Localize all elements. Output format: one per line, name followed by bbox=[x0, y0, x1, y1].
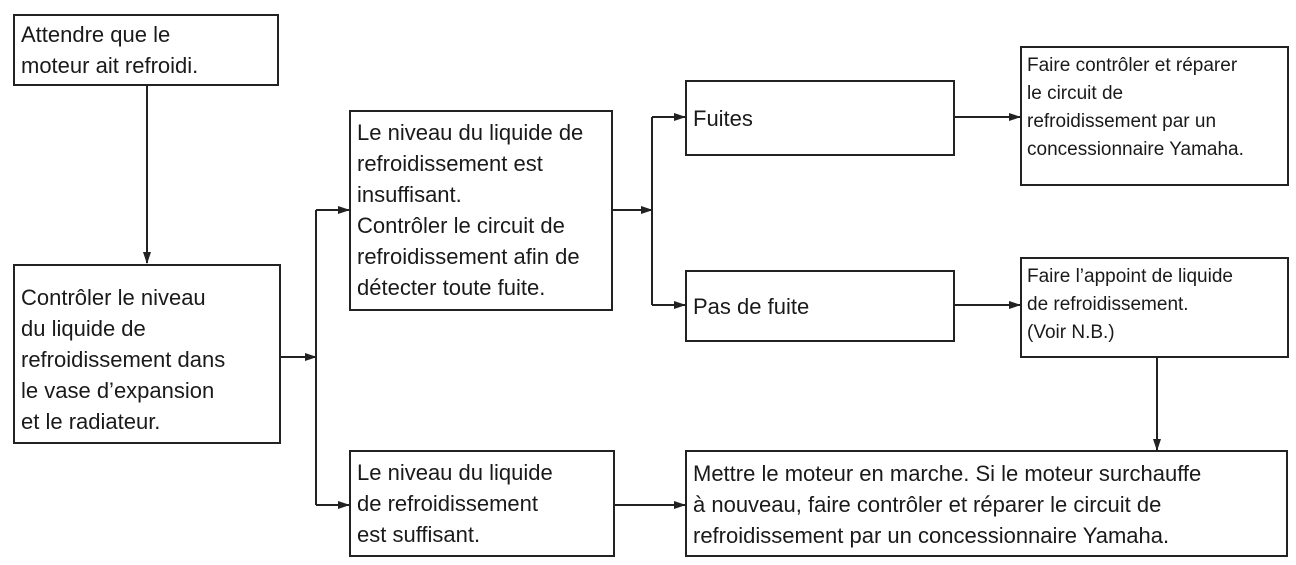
node-check-coolant-level: Contrôler le niveau du liquide de refroi… bbox=[13, 264, 281, 444]
node-wait-engine-cool: Attendre que le moteur ait refroidi. bbox=[13, 14, 279, 86]
node-leaks: Fuites bbox=[685, 80, 955, 156]
node-no-leak: Pas de fuite bbox=[685, 270, 955, 342]
node-level-sufficient: Le niveau du liquide de refroidissement … bbox=[349, 450, 615, 557]
node-level-insufficient: Le niveau du liquide de refroidissement … bbox=[349, 110, 613, 311]
node-dealer-repair: Faire contrôler et réparer le circuit de… bbox=[1020, 46, 1289, 186]
node-start-engine: Mettre le moteur en marche. Si le moteur… bbox=[685, 450, 1288, 557]
node-top-up-coolant: Faire l’appoint de liquide de refroidiss… bbox=[1020, 257, 1289, 358]
